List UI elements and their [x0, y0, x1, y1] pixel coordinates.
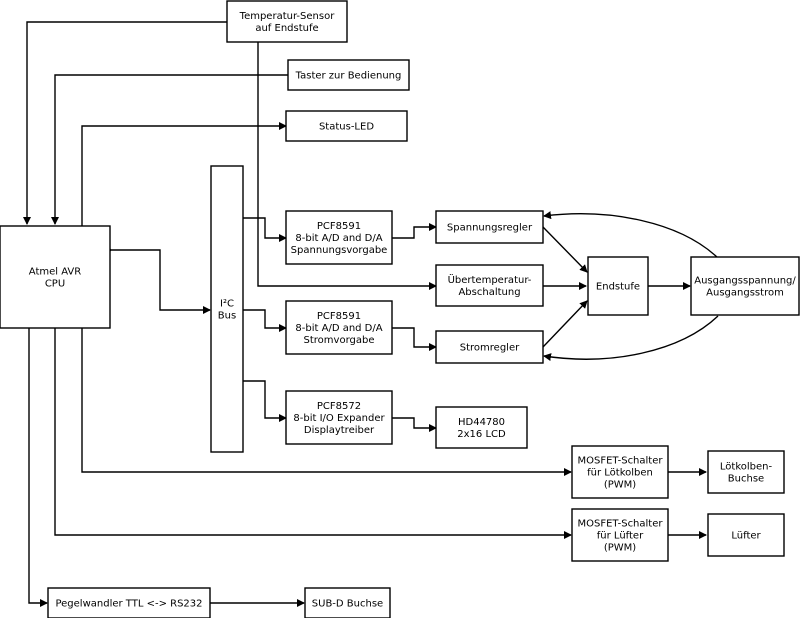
- level-shifter-block-label-line: Pegelwandler TTL <-> RS232: [55, 599, 202, 610]
- wire-temp-to-overtemp: [257, 42, 437, 290]
- pcf8591-current-block-label-line: PCF8591: [317, 311, 361, 322]
- mosfet-fan-block-frame: [571, 508, 669, 562]
- output-block-label-line: Ausgangsspannung/: [694, 276, 796, 287]
- lcd-block-frame: [435, 406, 528, 449]
- wire-output-feedback-voltage: [543, 211, 719, 259]
- output-block-frame: [690, 256, 800, 316]
- cpu-block-label-line: CPU: [45, 279, 65, 290]
- mosfet-iron-block-label-line: MOSFET-Schalter: [578, 456, 664, 467]
- iron-socket-block: Lötkolben-Buchse: [707, 450, 785, 494]
- wire-cpu-to-mosfet-iron: [81, 328, 572, 476]
- wire-pcf-voltage-to-regulator: [392, 223, 437, 239]
- wire-pcf-current-to-regulator: [392, 327, 437, 351]
- i2c-bus-block-frame: [210, 165, 244, 453]
- fan-block-label-line: Lüfter: [731, 531, 761, 542]
- wire-cpu-i2c: [105, 246, 211, 314]
- wire-pcf-display-to-lcd: [392, 417, 437, 432]
- power-stage-block-frame: [587, 256, 649, 316]
- temperature-sensor-block-label-line: Temperatur-Sensor: [239, 11, 336, 22]
- lcd-block-label-line: HD44780: [458, 417, 505, 428]
- mosfet-fan-block-label-line: für Lüfter: [597, 531, 644, 542]
- iron-socket-block-frame: [707, 450, 785, 494]
- wire-output-feedback-current: [543, 315, 719, 362]
- power-stage-block: Endstufe: [587, 256, 649, 316]
- fan-block-frame: [707, 513, 785, 557]
- overtemp-shutdown-block-frame: [435, 264, 544, 307]
- pcf8591-voltage-block-label-line: 8-bit A/D and D/A: [295, 233, 382, 244]
- pcf8591-current-block-label-line: 8-bit A/D and D/A: [295, 323, 382, 334]
- power-stage-block-label-line: Endstufe: [596, 282, 640, 293]
- status-led-block-frame: [285, 110, 408, 142]
- iron-socket-block-label-line: Buchse: [728, 474, 764, 485]
- wire-button-to-cpu: [51, 74, 288, 225]
- temperature-sensor-block-label-line: auf Endstufe: [255, 23, 318, 34]
- wire-current-reg-to-stage: [542, 300, 588, 348]
- overtemp-shutdown-block-label-line: Abschaltung: [458, 287, 520, 298]
- connections: [23, 21, 719, 607]
- overtemp-shutdown-block-label-line: Übertemperatur-: [448, 273, 532, 286]
- pcf8572-display-block-label-line: Displaytreiber: [304, 425, 375, 436]
- current-regulator-block-label-line: Stromregler: [460, 343, 520, 354]
- status-led-block-label-line: Status-LED: [319, 122, 374, 133]
- output-block-label-line: Ausgangsstrom: [706, 288, 784, 299]
- wire-temp-to-cpu: [23, 21, 227, 225]
- i2c-bus-block-label-line: Bus: [218, 311, 236, 322]
- voltage-regulator-block: Spannungsregler: [435, 210, 544, 244]
- current-regulator-block-frame: [435, 330, 544, 364]
- wire-voltage-reg-to-stage: [542, 226, 588, 273]
- current-regulator-block: Stromregler: [435, 330, 544, 364]
- level-shifter-block-frame: [47, 587, 211, 618]
- fan-block: Lüfter: [707, 513, 785, 557]
- pcf8591-voltage-block-frame: [285, 210, 393, 265]
- voltage-regulator-block-frame: [435, 210, 544, 244]
- mosfet-fan-block-label-line: MOSFET-Schalter: [578, 519, 664, 530]
- status-led-block: Status-LED: [285, 110, 408, 142]
- pcf8591-voltage-block-label-line: PCF8591: [317, 221, 361, 232]
- i2c-bus-block-label-line: I²C: [220, 299, 234, 310]
- wire-cpu-to-mosfet-fan: [54, 328, 572, 539]
- wire-i2c-to-pcf-current: [243, 309, 287, 332]
- voltage-regulator-block-label-line: Spannungsregler: [447, 223, 533, 234]
- pcf8591-voltage-block-label-line: Spannungsvorgabe: [291, 245, 388, 256]
- level-shifter-block: Pegelwandler TTL <-> RS232: [47, 587, 211, 618]
- mosfet-iron-block-frame: [571, 445, 669, 499]
- output-block: Ausgangsspannung/Ausgangsstrom: [690, 256, 800, 316]
- cpu-block-frame: [0, 225, 111, 329]
- wire-i2c-to-pcf-display: [243, 380, 287, 422]
- iron-socket-block-label-line: Lötkolben-: [720, 462, 773, 473]
- cpu-block-label-line: Atmel AVR: [29, 267, 81, 278]
- wire-i2c-to-pcf-voltage: [243, 217, 287, 242]
- pcf8572-display-block-label-line: 8-bit I/O Expander: [293, 413, 385, 424]
- wire-cpu-to-led: [81, 122, 287, 226]
- button-block: Taster zur Bedienung: [287, 59, 410, 91]
- mosfet-fan-block-label-line: (PWM): [604, 543, 636, 554]
- button-block-label-line: Taster zur Bedienung: [295, 71, 402, 82]
- pcf8572-display-block-frame: [285, 390, 393, 445]
- lcd-block-label-line: 2x16 LCD: [457, 429, 506, 440]
- button-block-frame: [287, 59, 410, 91]
- pcf8572-display-block-label-line: PCF8572: [317, 401, 361, 412]
- pcf8591-current-block-label-line: Stromvorgabe: [304, 335, 375, 346]
- pcf8591-current-block-frame: [285, 300, 393, 355]
- mosfet-iron-block-label-line: für Lötkolben: [587, 468, 653, 479]
- subd-block-label-line: SUB-D Buchse: [312, 599, 383, 610]
- subd-block: SUB-D Buchse: [304, 587, 391, 618]
- wire-cpu-level-shifter: [25, 315, 48, 607]
- overtemp-shutdown-block: Übertemperatur-Abschaltung: [435, 264, 544, 307]
- subd-block-frame: [304, 587, 391, 618]
- mosfet-iron-block-label-line: (PWM): [604, 480, 636, 491]
- temperature-sensor-block-frame: [226, 0, 348, 43]
